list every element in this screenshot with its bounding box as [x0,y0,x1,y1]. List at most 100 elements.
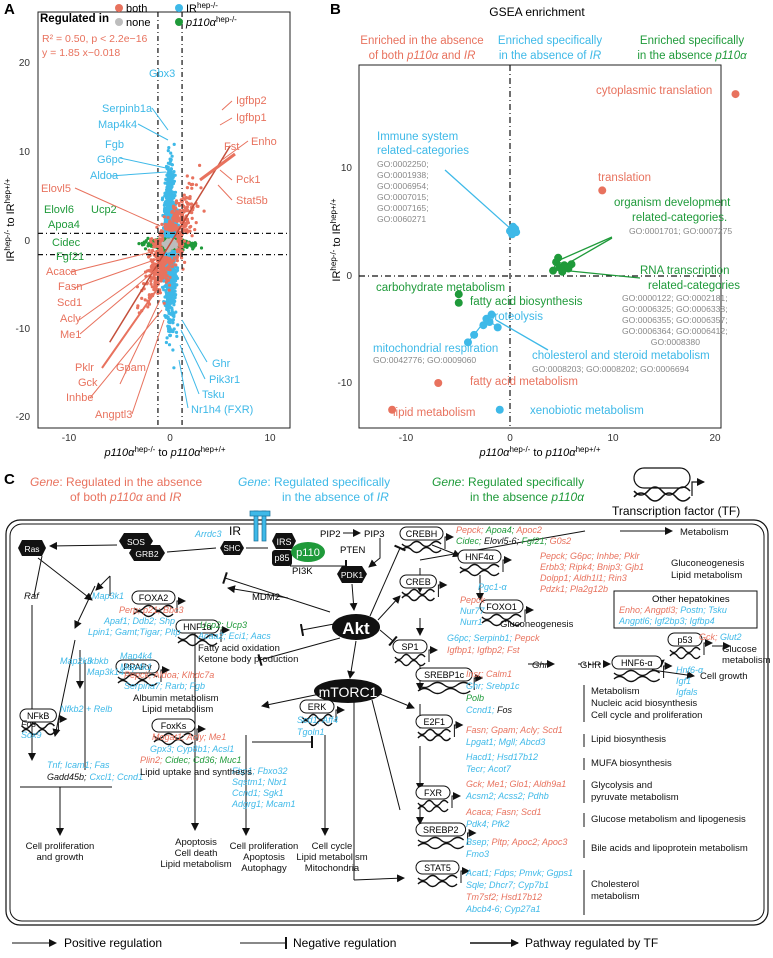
stat-eq: y = 1.85 x−0.018 [42,47,120,59]
genes-blue-left: Gbx3 Serpinb1a Map4k4 Fgb G6pc Aldoa [90,68,175,182]
gene-list: Acat1; Fdps; Pmvk; Ggps1 [465,868,573,878]
gsea-point [487,310,496,319]
point-both [143,298,147,302]
point-p110 [190,244,194,248]
point-both [174,199,179,203]
panel-b-xticks: -10 0 10 20 [399,433,721,444]
tf-foxks: FoxKs [151,718,206,746]
point-both [168,261,172,266]
ytick: 10 [19,147,31,158]
go-term: GO:0000122; GO:0002181; [622,293,728,303]
point-ir [166,296,170,300]
gene-label: Stat5b [236,195,268,207]
panel-a-leaders [69,100,249,415]
ytick: 0 [346,271,352,282]
gene-list: Map3k1 [92,591,124,601]
gene-list: Erbb3; Ripk4; Bnip3; Gjb1 [540,562,644,572]
point-ir [176,323,180,327]
akt-label: Akt [342,619,370,638]
pi3k: PI3K [292,566,313,577]
point-both [168,275,172,279]
tf-stat5: STAT5 [415,860,470,888]
point-ir [168,294,172,298]
point-both [180,250,184,254]
gene-list: Pepck; Apoa4; Apoc2 [456,525,542,535]
point-both [202,209,206,213]
gsea-point [463,338,472,347]
cell-inner [9,523,765,922]
hepatokines-box [613,590,758,629]
gene-label: Fst [224,141,239,153]
gene-label: Acaca [46,266,77,278]
panel-b-labels: Immune system related-categories GO:0002… [373,85,740,419]
point-both [172,219,176,223]
point-both [146,305,150,309]
gene-label: Me1 [60,329,81,341]
gene-list: Enho; Angptl3; Postn; Tsku [619,605,727,615]
point-ir [164,177,168,181]
point-both [185,207,189,211]
point-ir [172,170,176,174]
svg-text:p53: p53 [677,635,692,645]
gene-list: Cidec; Elovl5-6; Fgf21; G0s2 [456,536,571,546]
panel-a-ylabel: IRhep-/- to IRhep+/+ [3,178,17,261]
point-both [179,245,183,249]
gene-list: Nfkb2 + Relb [60,704,112,714]
point-ir [164,293,169,297]
tf-p53: p53 [667,632,713,660]
point-ir [173,299,177,303]
gene-list: Gck; Me1; Glo1; Aldh9a1 [466,779,566,789]
GHR-label: GHR [580,660,601,671]
point-ir [165,233,169,238]
gene-list: Pepck; G6pc; Inhbe; Pklr [540,551,641,561]
point-both [163,224,167,229]
pten: PTEN [340,545,365,556]
outcome: Lipid metabolism [142,704,213,715]
gene-list: Dolpp1; Aldh1l1; Rin3 [540,573,627,583]
point-ir [163,191,167,195]
key-ir: Gene: Regulated specifically [238,475,390,489]
panel-b-points [359,65,740,428]
point-both [160,270,164,274]
stat-r2: R² = 0.50, p < 2.2e−16 [42,33,148,45]
ytick: -20 [16,412,31,423]
outcome: metabolism [722,655,771,666]
svg-text:NFkB: NFkB [27,711,50,721]
ytick: 10 [341,163,353,174]
outcome: Cell proliferation [230,841,299,852]
tf-e2f1: E2F1 [415,714,464,742]
mtorc1-node [314,679,382,703]
gene-label: Aldoa [90,170,119,182]
point-both [151,276,155,280]
gene-list: Gck; Glut2 [699,632,742,642]
sos-label: SOS [127,537,145,547]
point-both [153,272,158,276]
gene-list: Plin2; Cidec; Cd36; Muc1 [140,755,242,765]
point-both [186,229,190,233]
gene-list: Lpgat1; Mgll; Abcd3 [466,737,545,747]
point-ir [166,205,170,209]
outcome: Cell cycle [312,841,353,852]
pdk1-node [337,566,367,583]
gene-list: Fos [21,719,37,729]
point-both [194,183,198,187]
label-lip: lipid metabolism [393,407,475,419]
gene-list: Abcb4-6; Cyp27a1 [465,904,541,914]
point-ir [175,268,180,272]
tf-srebp1c: SREBP1c [415,667,484,695]
pip2: PIP2 [320,529,341,540]
outcome: Autophagy [241,863,287,874]
point-ir [169,167,173,171]
point-none [168,245,172,249]
point-ir [175,276,180,280]
gene-label: Igfbp2 [236,95,267,107]
point-ir [167,146,171,150]
gsea-point [493,323,502,332]
ytick: 20 [19,58,31,69]
tf-crebh: CREBH [399,526,454,554]
point-ir [172,314,176,319]
pathway-edges [20,527,731,883]
outcome: Albumin metabolism [133,693,219,704]
point-both [147,255,151,259]
panel-a-scatter [38,12,290,428]
